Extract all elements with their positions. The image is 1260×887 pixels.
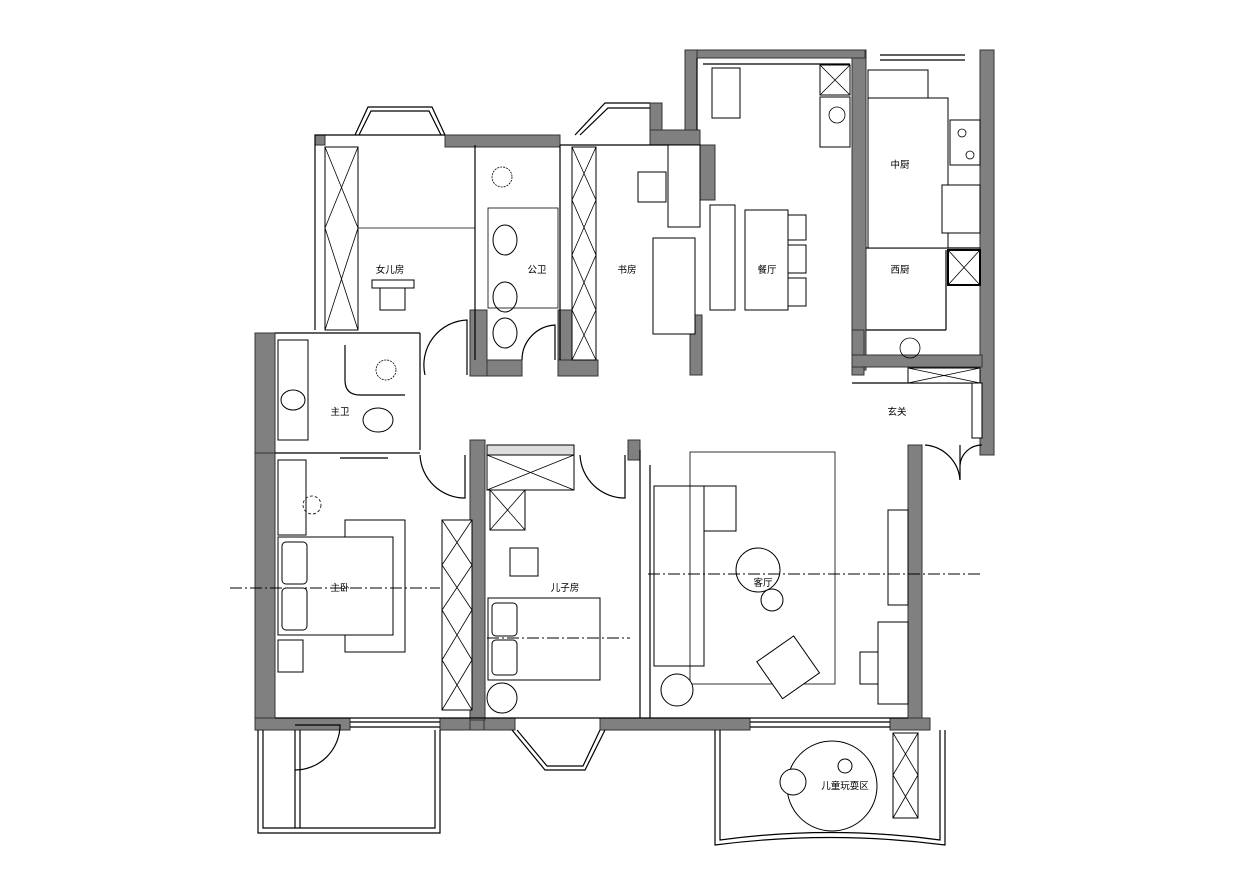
- label-chinese-kitchen: 中厨: [890, 159, 910, 171]
- study-sofa: [652, 237, 696, 335]
- label-son-room: 儿子房: [551, 582, 580, 594]
- room-labels: 女儿房 公卫 书房 餐厅 中厨 西厨 主卫 玄关 主卧 儿子房 客厅 儿童玩耍区: [330, 159, 910, 792]
- label-study: 书房: [617, 264, 636, 276]
- label-western-kitchen: 西厨: [890, 265, 910, 276]
- doors: [294, 319, 983, 771]
- label-public-bath: 公卫: [527, 265, 547, 276]
- label-living-room: 客厅: [753, 577, 773, 589]
- label-daughter-room: 女儿房: [376, 264, 405, 276]
- label-entrance: 玄关: [887, 406, 907, 418]
- sofa: [653, 485, 705, 667]
- windows-balconies: [257, 54, 965, 846]
- room-outlines: [275, 134, 980, 719]
- dining-table: [744, 209, 789, 311]
- label-master-bath: 主卫: [330, 406, 350, 418]
- walls: [254, 49, 995, 731]
- label-kids-play-area: 儿童玩耍区: [821, 780, 869, 792]
- label-dining: 餐厅: [757, 264, 777, 276]
- armchair: [756, 635, 821, 700]
- label-master-bedroom: 主卧: [330, 582, 350, 594]
- wardrobes: [324, 64, 983, 819]
- furniture: [277, 67, 981, 832]
